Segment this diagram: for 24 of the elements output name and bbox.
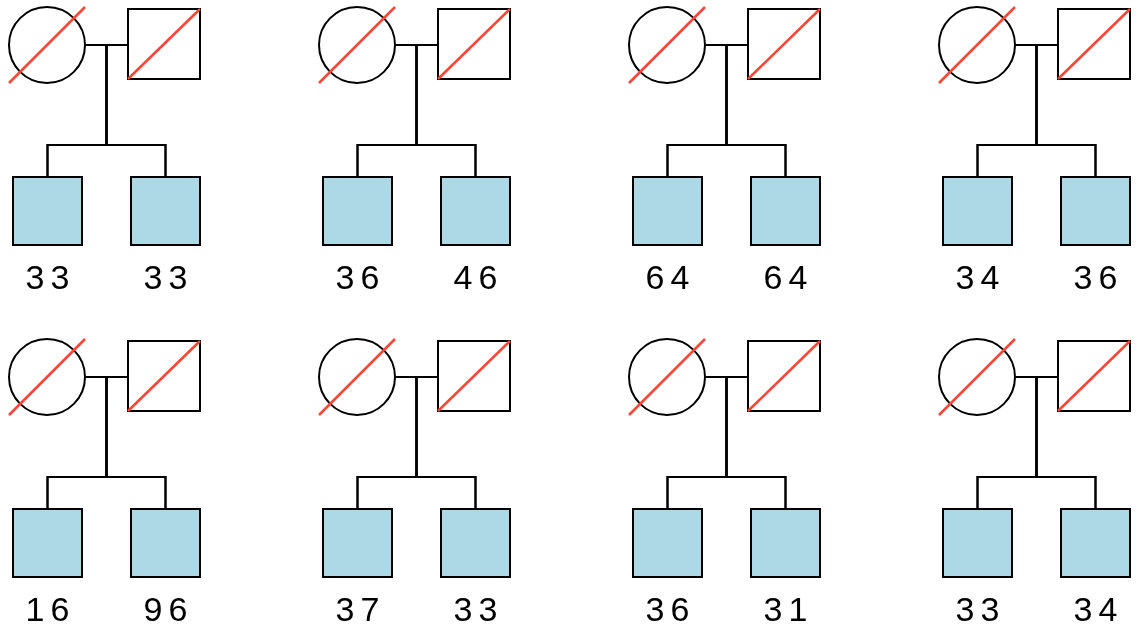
pedigree-line [725, 44, 787, 177]
number-label: 16 [25, 591, 76, 627]
number-label: 31 [763, 591, 814, 627]
pedigree-line [415, 376, 477, 509]
number-label: 33 [25, 259, 76, 295]
number-label: 46 [453, 259, 504, 295]
number-label: 34 [1073, 591, 1124, 627]
number-label: 64 [763, 259, 814, 295]
number-label: 33 [453, 591, 504, 627]
number-label: 34 [955, 259, 1006, 295]
pedigree-line [105, 376, 167, 509]
number-label: 96 [143, 591, 194, 627]
number-label: 36 [1073, 259, 1124, 295]
number-label: 36 [645, 591, 696, 627]
number-label: 33 [955, 591, 1006, 627]
pedigree-line [1035, 376, 1097, 509]
number-label: 33 [143, 259, 194, 295]
pedigree-line [105, 44, 167, 177]
pedigree-line [725, 376, 787, 509]
number-label: 64 [645, 259, 696, 295]
pedigree-line [1035, 44, 1097, 177]
pedigree-line [415, 44, 477, 177]
number-label: 37 [335, 591, 386, 627]
number-label: 36 [335, 259, 386, 295]
